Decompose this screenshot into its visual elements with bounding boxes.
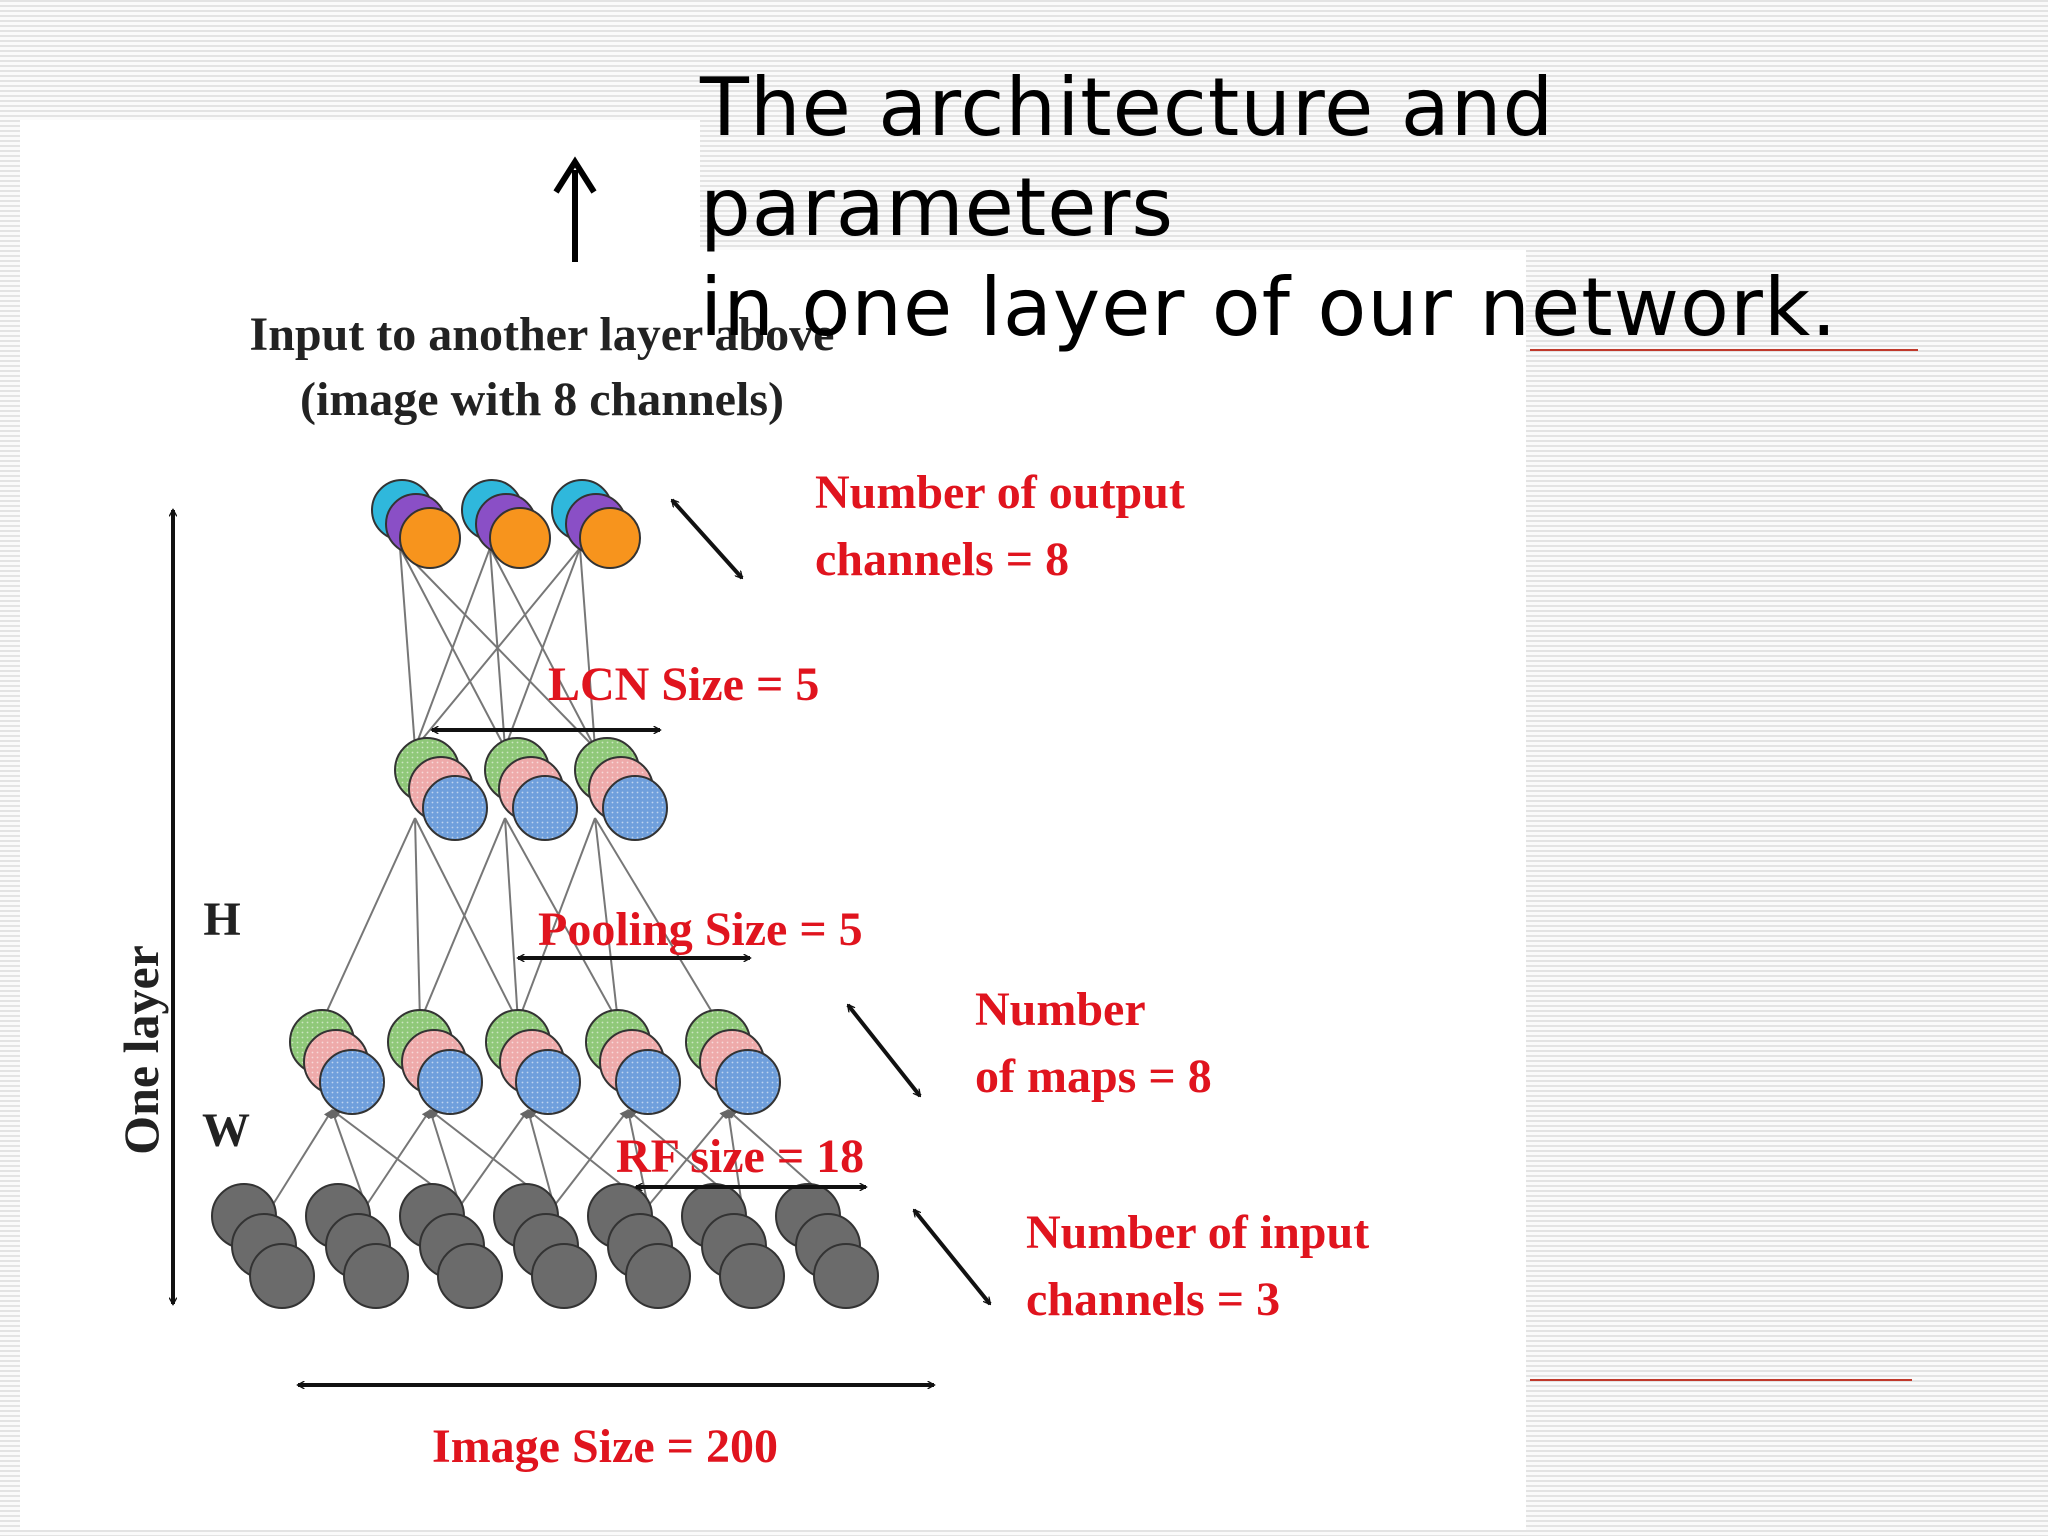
connection-line [330,1109,367,1207]
connection-lines [271,547,837,1207]
input-channel-node [719,1243,785,1309]
one-layer-label: One layer [113,945,169,1155]
maps-label-line2: of maps = 8 [975,1050,1212,1103]
input-channel-node [249,1243,315,1309]
connection-line [459,1109,529,1207]
connection-line [594,817,719,1023]
connection-line [414,817,421,1023]
connection-line [271,1109,333,1207]
input-channels-label-line1: Number of input [1026,1206,1369,1259]
output-channels-label-line2: channels = 8 [815,533,1069,586]
map-node-stack [289,1009,385,1115]
slide-title-line2: in one layer of our network. [700,261,1838,354]
pooling-node-texture [514,777,576,839]
connection-line [594,817,619,1023]
lcn-size-label: LCN Size = 5 [548,658,819,711]
output-node-stack [551,479,641,569]
pooling-node-stack [484,737,578,841]
connection-line [399,547,416,749]
connection-line [365,1109,431,1207]
connection-line [553,1109,629,1207]
input-channel-node [343,1243,409,1309]
input-channel-node [625,1243,691,1309]
pooling-node-stack [394,737,488,841]
output-node [399,507,461,569]
input-channel-node [437,1243,503,1309]
connection-line [414,547,581,749]
connection-line [504,817,519,1023]
output-node [579,507,641,569]
input-channel-node [813,1243,879,1309]
input-node-stack [493,1183,597,1309]
output-node [489,507,551,569]
up-arrow-icon [553,156,597,262]
pooling-size-label: Pooling Size = 5 [538,903,863,956]
input-node-stack [775,1183,879,1309]
map-node-texture [717,1051,779,1113]
output-channels-label-line1: Number of output [815,466,1185,519]
pooling-node-texture [424,777,486,839]
slide-title: The architecture and parameters in one l… [700,58,2040,358]
map-node-stack [685,1009,781,1115]
input-node-stack [305,1183,409,1309]
image-size-label: Image Size = 200 [432,1420,778,1473]
input-node-stack [681,1183,785,1309]
maps-arrow [846,1005,922,1096]
output-node-stack [461,479,551,569]
connection-line [517,817,596,1023]
connection-line [504,817,619,1023]
h-label: H [203,893,240,946]
output-node-stack [371,479,461,569]
connection-line [428,1109,461,1207]
input-channels-arrow [912,1210,992,1304]
pooling-node-stack [574,737,668,841]
map-node-stack [485,1009,581,1115]
connection-line [504,547,581,749]
input-node-stack [211,1183,315,1309]
input-above-label-line2: (image with 8 channels) [300,373,784,426]
maps-label-line1: Number [975,983,1146,1036]
map-node-texture [419,1051,481,1113]
input-node-stack [587,1183,691,1309]
slide-title-line1: The architecture and parameters [700,61,1555,254]
connection-line [579,547,596,749]
map-node-texture [321,1051,383,1113]
input-node-stack [399,1183,503,1309]
input-channel-node [531,1243,597,1309]
map-node-texture [617,1051,679,1113]
connection-line [414,547,491,749]
output-channels-arrow [670,500,744,578]
input-above-label-line1: Input to another layer above [250,308,835,361]
connection-line [525,1109,555,1207]
slide-content-panel [20,250,1526,1530]
connection-line [321,817,416,1023]
neural-nodes [211,479,879,1309]
w-label: W [202,1104,250,1157]
connection-line [414,817,519,1023]
input-channels-label-line2: channels = 3 [1026,1273,1280,1326]
map-node-stack [387,1009,483,1115]
map-node-stack [585,1009,681,1115]
rf-size-label: RF size = 18 [616,1130,864,1183]
pooling-node-texture [604,777,666,839]
map-node-texture [517,1051,579,1113]
connection-line [419,817,506,1023]
